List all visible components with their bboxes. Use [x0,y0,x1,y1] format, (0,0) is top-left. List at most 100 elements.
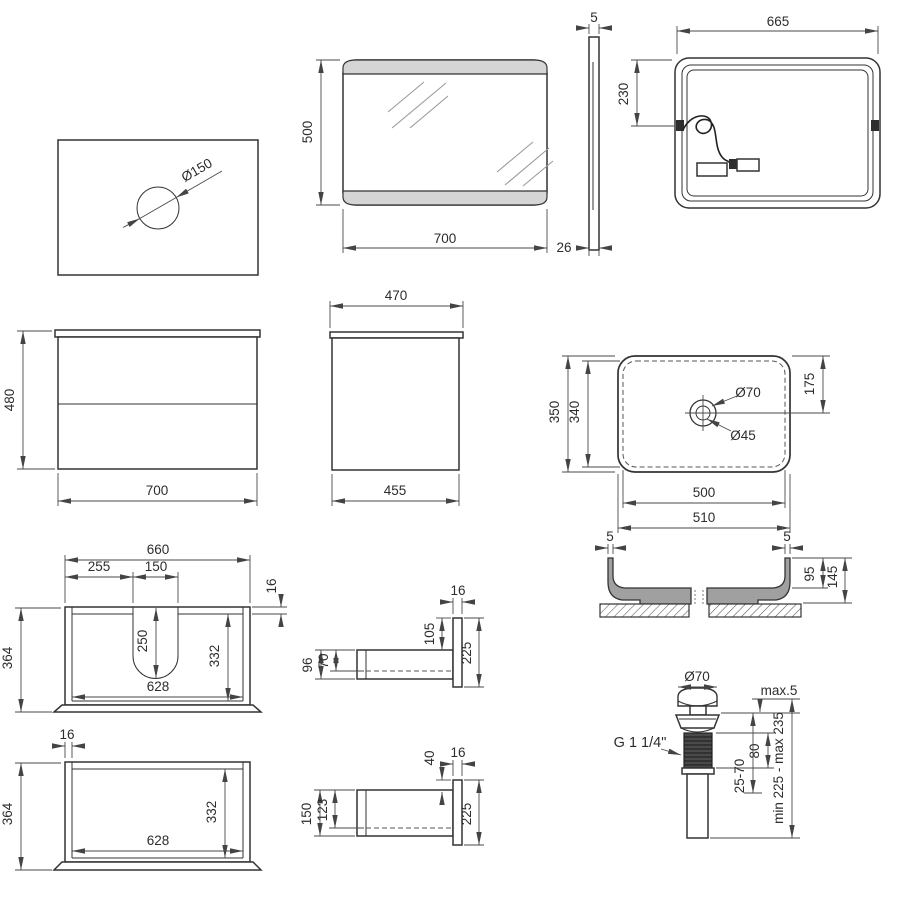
dim-label-drain-inner: Ø45 [730,428,756,443]
view-drawer-plain: 16 364 332 628 [0,727,263,871]
basin-wall-left [607,557,692,605]
left-hanger-bracket [676,120,684,131]
dim-inner-width: 628 [72,833,243,854]
dim-rail-outer: 150 [299,789,355,837]
dim-basin-outer-width: 510 [617,474,791,533]
mirror-glass-reflections [387,81,554,187]
dim-vanity-body-depth: 455 [331,474,460,506]
dim-label-basin-outer-depth: 350 [547,401,562,424]
view-mirror-front: 500 700 [300,59,554,253]
dim-label-thread-length: 80 [747,743,762,758]
plug-connector [729,159,737,169]
dim-cutout-width: 150 [133,559,179,603]
dim-label-inner-width: 628 [147,833,170,848]
dim-label-clamp-range: 25-70 [732,759,747,794]
dim-label-cutout-width: 150 [145,559,168,574]
dim-mirror-glass-thickness: 5 [576,10,612,34]
waste-thread [683,732,713,769]
dim-drawer-height: 364 [0,762,61,871]
dim-length-range: min 225 - max 235 [710,699,800,839]
right-hanger-bracket [871,120,879,131]
dim-panel-thickness-right: 16 [252,578,287,627]
waste-neck [689,705,707,716]
dim-label-mirror-glass: 5 [590,10,598,25]
view-drawer-side-upper: 16 105 225 96 70 [300,583,484,688]
dim-mirror-width: 700 [342,209,548,253]
dim-label-rail-outer: 96 [300,657,315,672]
dim-inner-height: 332 [207,614,231,701]
dim-hanger-offset: 230 [616,59,674,127]
dim-label-panel-right: 16 [264,578,279,593]
countertop-hole [136,186,180,230]
dim-label-basin-inner-depth: 340 [567,401,582,424]
dim-basin-inner-width: 500 [622,470,786,508]
basin-wall-right [706,557,791,605]
dim-drain-offset: 175 [792,355,830,413]
drawer-base-rail [52,704,263,713]
dim-basin-outer-depth: 350 [547,355,615,473]
plug-body [696,162,728,177]
dim-drawer-height: 364 [0,607,61,713]
dim-clamp-range: 25-70 [732,713,762,794]
dim-label-inner-height: 332 [207,645,222,668]
dim-label-cutout-depth: 250 [135,630,150,653]
leader-drain-outer: Ø70 [711,385,761,407]
dim-label-wall-left: 5 [606,529,614,544]
dim-label-rail-inner: 123 [315,799,330,822]
countertop-section-left [599,603,690,618]
dim-label-basin-inner-width: 500 [693,485,716,500]
dim-inner-height: 332 [204,769,228,858]
dim-label-mirror-width: 700 [434,231,457,246]
dim-drawer-width: 660 [64,542,251,603]
dim-label-length-range: min 225 - max 235 [771,712,786,824]
view-basin-section: 5 5 95 145 [595,529,852,618]
dim-cap-height: max.5 [721,683,800,714]
dim-label-panel-height: 225 [459,642,474,665]
view-drawer-side-lower: 40 16 225 150 123 [299,745,484,846]
socket-body [736,158,760,172]
dim-label-drawer-height: 364 [0,646,15,669]
view-vanity-side: 470 455 [329,288,464,506]
dim-cutout-left: 255 [65,559,134,603]
dim-label-rail-inner: 70 [316,653,331,668]
dim-label-vanity-width: 700 [146,483,169,498]
dim-label-drain-outer: Ø70 [735,385,761,400]
dim-label-wall-right: 5 [783,529,791,544]
view-drawer-cutout: 660 255 150 16 364 250 [0,542,287,713]
dim-cap-diameter: Ø70 [678,669,717,690]
dim-basin-height: 145 [803,558,852,604]
dim-label-vanity-body-depth: 455 [384,483,407,498]
dim-vanity-width: 700 [57,473,258,506]
dim-label-rail-outer: 150 [299,803,314,826]
dim-rail-outer: 96 [300,649,355,680]
drawer-front-panel [452,617,463,688]
waste-flange [674,714,721,729]
dim-mirror-depth: 26 [556,240,612,256]
dim-label-vanity-top-depth: 470 [385,288,408,303]
dim-label-cutout-left: 255 [88,559,111,574]
dim-wall-right: 5 [772,529,803,554]
basin-inner-rim [622,360,786,468]
drawer-front-panel [452,779,463,846]
dim-label-thread: G 1 1/4" [614,735,667,751]
dim-label-drain-offset: 175 [802,373,817,396]
dim-label-panel: 16 [450,583,465,598]
waste-tailpipe [686,773,709,839]
dim-label-vanity-height: 480 [2,389,17,412]
view-mirror-back: 665 230 [616,14,881,209]
power-cable [682,115,731,164]
dim-panel-thickness: 16 [440,745,475,776]
dim-label-bowl-depth: 95 [802,566,817,581]
drawer-rail [356,789,454,837]
dim-label-inner-height: 332 [204,801,219,824]
dim-label-panel: 16 [450,745,465,760]
dim-label-drawer-width: 660 [147,542,170,557]
dim-backframe-width: 665 [676,14,879,54]
vanity-side-top-panel [329,331,464,339]
dim-label-drawer-height: 364 [0,802,15,825]
dim-rail-inner: 70 [316,650,364,672]
dim-basin-inner-depth: 340 [567,360,620,468]
leader-thread-size: G 1 1/4" [614,735,682,756]
waste-locknut [681,767,715,775]
